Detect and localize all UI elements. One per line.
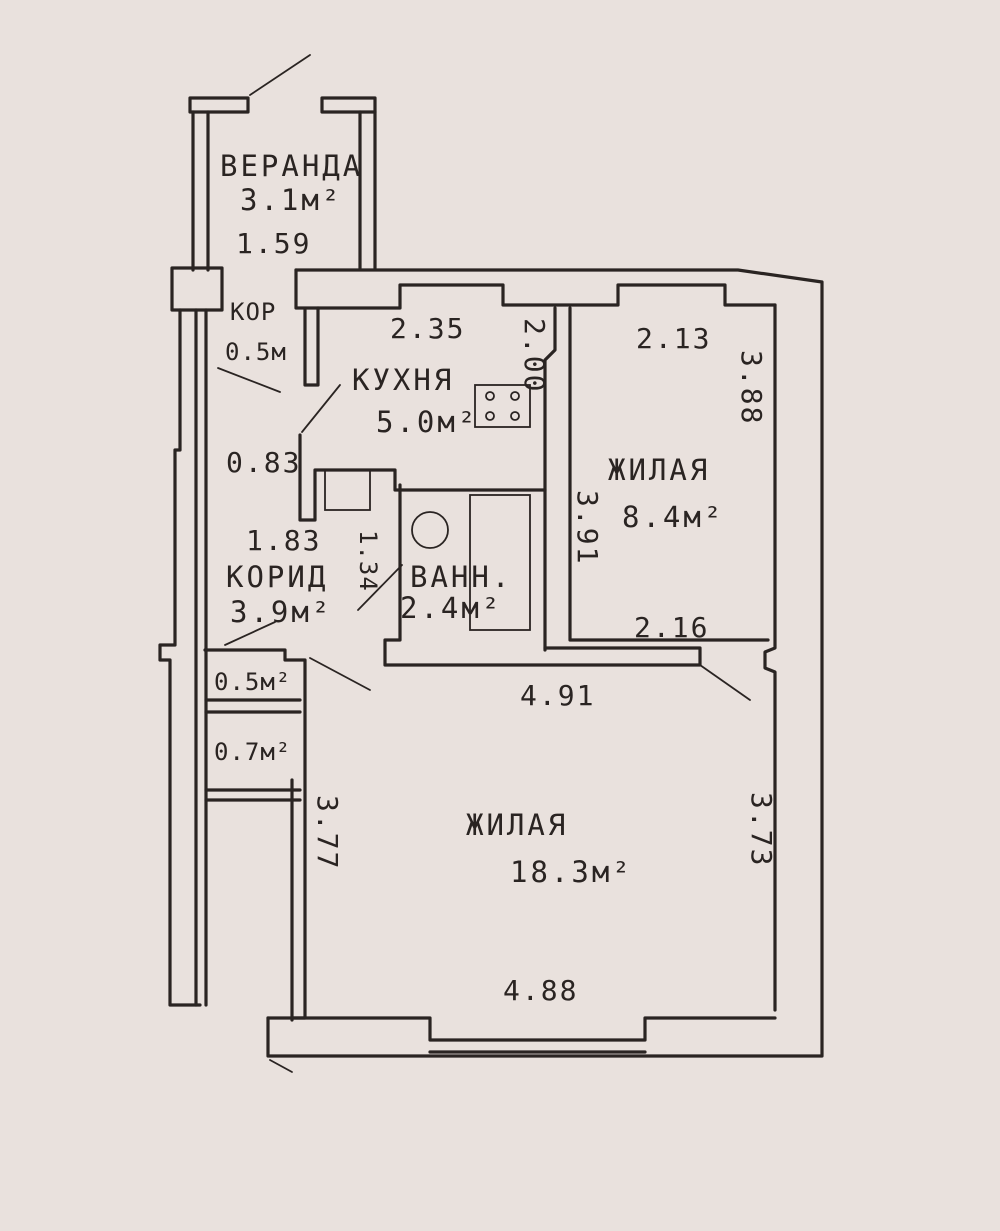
kitchen-area: 5.0м² xyxy=(376,405,478,439)
living-large-dim-right: 3.73 xyxy=(745,792,778,867)
living-large-dim-top: 4.91 xyxy=(520,679,595,712)
kitchen-dim-top: 2.35 xyxy=(390,312,465,345)
bath-name: ВАНН. xyxy=(410,560,512,594)
kitchen-dim-side: 2.00 xyxy=(518,318,551,393)
kitchen-name: КУХНЯ xyxy=(352,363,454,397)
living-small-dim-bottom: 2.16 xyxy=(634,611,709,644)
kor-top-name: КОР xyxy=(230,298,276,326)
living-large-name: ЖИЛАЯ xyxy=(466,808,568,842)
living-small-name: ЖИЛАЯ xyxy=(608,453,710,487)
living-small-dim-top: 2.13 xyxy=(636,322,711,355)
closet-1-area: 0.5м² xyxy=(214,668,291,696)
bath-area: 2.4м² xyxy=(400,591,502,625)
corridor-dim-b: 1.83 xyxy=(246,524,321,557)
kor-top-area: 0.5м xyxy=(225,338,287,366)
veranda-area: 3.1м² xyxy=(240,183,342,217)
closet-2-area: 0.7м² xyxy=(214,738,291,766)
corridor-name: КОРИД xyxy=(226,560,328,594)
veranda-dim: 1.59 xyxy=(236,227,311,260)
room-labels: ВЕРАНДА 3.1м² 1.59 КОР 0.5м 2.35 2.00 КУ… xyxy=(214,149,778,1007)
living-small-area: 8.4м² xyxy=(622,500,724,534)
living-large-area: 18.3м² xyxy=(510,855,633,889)
corridor-area: 3.9м² xyxy=(230,595,332,629)
corridor-dim-c: 1.34 xyxy=(354,530,382,592)
living-large-dim-left: 3.77 xyxy=(311,795,344,870)
living-small-dim-left: 3.91 xyxy=(571,490,604,565)
walls xyxy=(158,54,824,1073)
corridor-dim-a: 0.83 xyxy=(226,446,301,479)
veranda-name: ВЕРАНДА xyxy=(220,149,363,183)
living-large-dim-bottom: 4.88 xyxy=(503,974,578,1007)
living-small-dim-right: 3.88 xyxy=(735,350,768,425)
